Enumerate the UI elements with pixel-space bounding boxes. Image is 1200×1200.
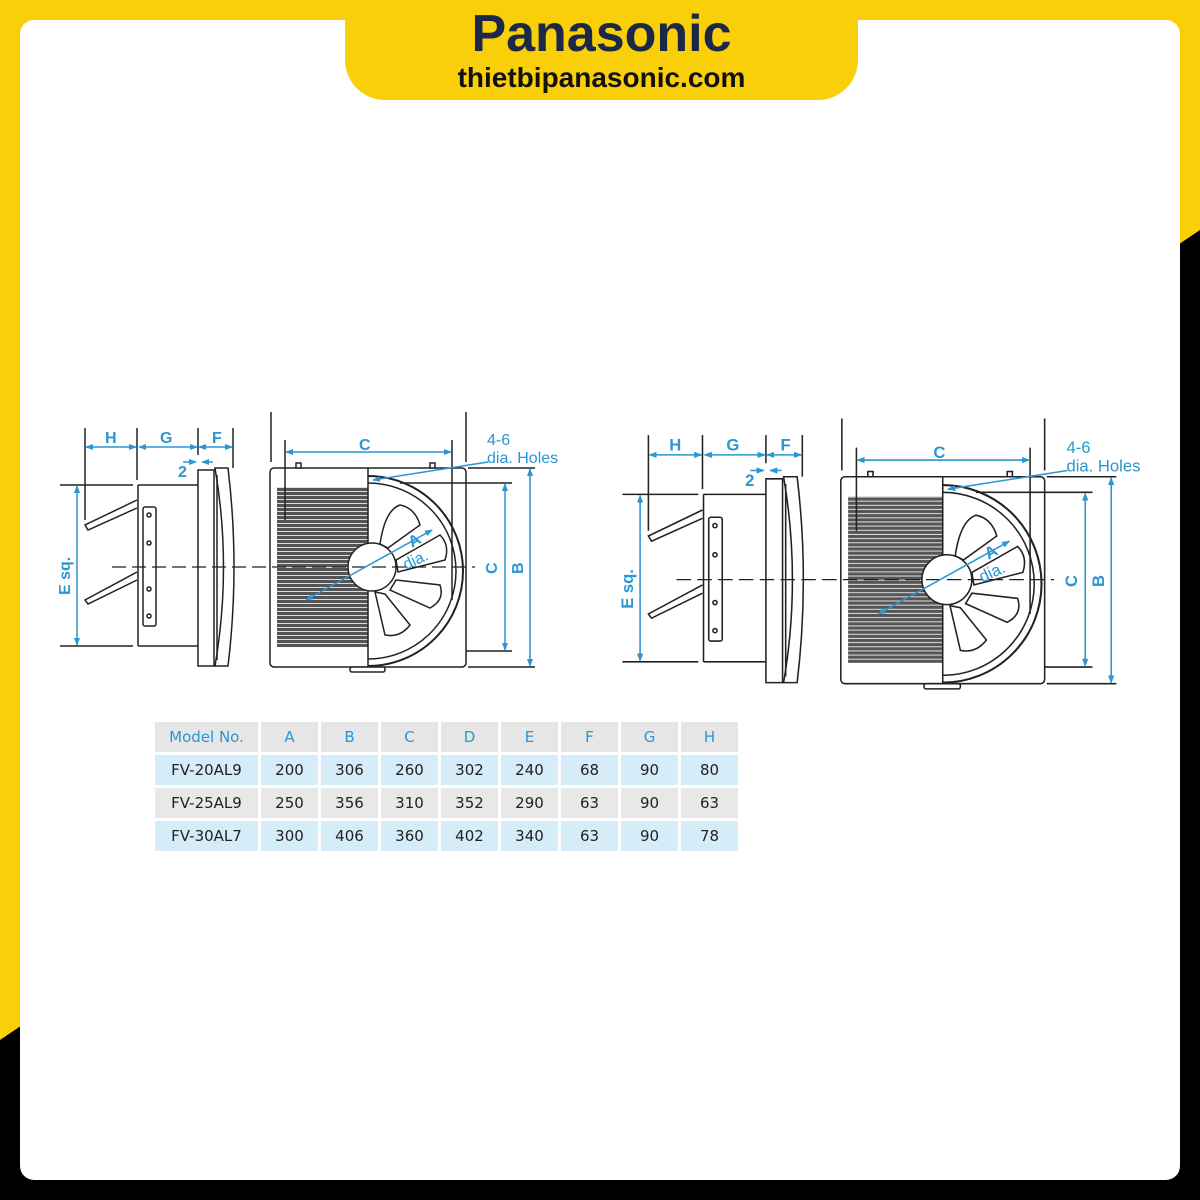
side-view [60, 428, 235, 667]
column-header: D [441, 722, 498, 752]
fan-diagram-left: H G F 2 C 4-6 dia. Holes E sq. A dia. C … [57, 412, 558, 673]
model-cell: FV-20AL9 [155, 755, 258, 785]
table-cell: 340 [501, 821, 558, 851]
dimension-arrows [74, 444, 533, 667]
model-cell: FV-25AL9 [155, 788, 258, 818]
column-header: G [621, 722, 678, 752]
column-header: C [381, 722, 438, 752]
table-cell: 250 [261, 788, 318, 818]
table-cell: 300 [261, 821, 318, 851]
label-g: G [160, 430, 172, 447]
label-c-top: C [359, 437, 371, 454]
table-cell: 240 [501, 755, 558, 785]
table-cell: 200 [261, 755, 318, 785]
table-cell: 90 [621, 755, 678, 785]
label-b: B [510, 562, 527, 574]
table-cell: 63 [561, 821, 618, 851]
side-view [622, 435, 805, 684]
column-header: B [321, 722, 378, 752]
dimension-arrows [636, 451, 1115, 684]
table-cell: 356 [321, 788, 378, 818]
label-gap: 2 [745, 471, 754, 490]
table-cell: 63 [561, 788, 618, 818]
label-holes-count: 4-6 [1066, 438, 1090, 457]
table-cell: 80 [681, 755, 738, 785]
column-header: F [561, 722, 618, 752]
table-cell: 310 [381, 788, 438, 818]
label-c-side: C [1062, 575, 1081, 587]
table-cell: 290 [501, 788, 558, 818]
label-holes-count: 4-6 [487, 432, 510, 449]
fan-diagram-right: H G F 2 C 4-6 dia. Holes E sq. A dia. C … [618, 418, 1140, 690]
brand-header: Panasonic thietbipanasonic.com [345, 0, 858, 100]
column-header: E [501, 722, 558, 752]
table-cell: 78 [681, 821, 738, 851]
label-h: H [105, 430, 117, 447]
label-holes-text: dia. Holes [487, 450, 558, 467]
column-header: A [261, 722, 318, 752]
table-cell: 352 [441, 788, 498, 818]
table-cell: 90 [621, 821, 678, 851]
website-url: thietbipanasonic.com [457, 62, 746, 93]
table-cell: 402 [441, 821, 498, 851]
table-cell: 90 [621, 788, 678, 818]
label-c-side: C [484, 562, 501, 574]
label-h: H [669, 436, 681, 455]
label-c-top: C [933, 443, 945, 462]
table-cell: 260 [381, 755, 438, 785]
table-cell: 406 [321, 821, 378, 851]
label-holes-text: dia. Holes [1066, 457, 1140, 476]
column-header: Model No. [155, 722, 258, 752]
label-g: G [726, 436, 739, 455]
label-f: F [780, 436, 790, 455]
model-cell: FV-30AL7 [155, 821, 258, 851]
brand-logo: Panasonic [471, 5, 732, 63]
table-cell: 306 [321, 755, 378, 785]
table-cell: 360 [381, 821, 438, 851]
label-e-sq: E sq. [618, 569, 637, 609]
label-f: F [212, 430, 222, 447]
label-b: B [1089, 575, 1108, 587]
table-cell: 302 [441, 755, 498, 785]
label-gap: 2 [178, 464, 187, 481]
column-header: H [681, 722, 738, 752]
table-cell: 63 [681, 788, 738, 818]
table-cell: 68 [561, 755, 618, 785]
label-e-sq: E sq. [57, 557, 74, 595]
